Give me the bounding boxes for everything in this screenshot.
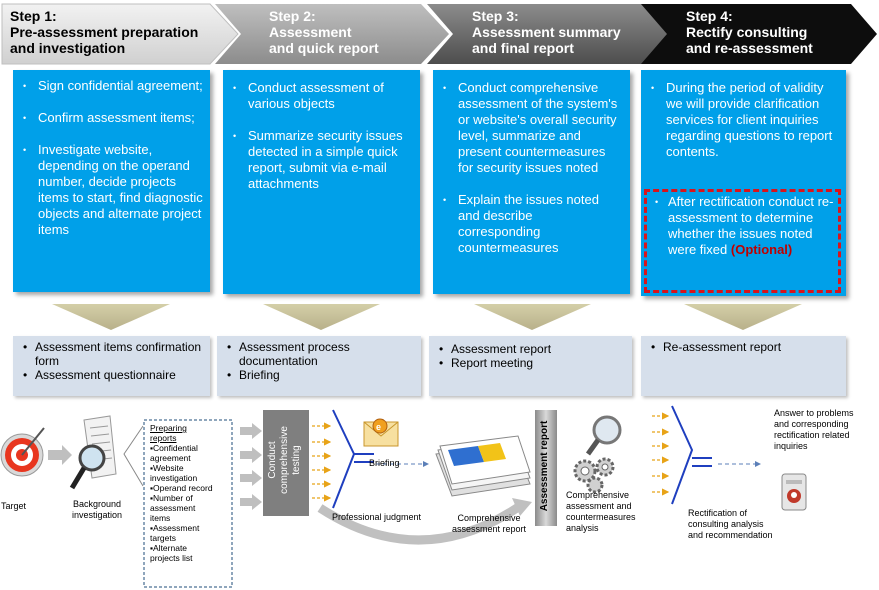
envelope-icon: e	[363, 418, 399, 447]
bracket-line	[123, 425, 144, 487]
preparing-reports-text: Preparing reports ▪Confidential agreemen…	[150, 423, 213, 563]
step-2-header: Step 2: Assessment and quick report	[213, 2, 453, 64]
step-3-number: Step 3:	[472, 8, 519, 24]
down-arrow-3	[474, 304, 591, 330]
optional-tag: (Optional)	[730, 242, 793, 257]
activity-item: Conduct comprehensive assessment of the …	[433, 80, 630, 176]
step-3-outputs: Assessment report Report meeting	[429, 336, 632, 396]
assessment-report-bar	[535, 410, 557, 526]
step-4-chevron-shape	[641, 4, 877, 64]
activity-item: Explain the issues noted and describe co…	[433, 192, 630, 256]
comprehensive-report-label: Comprehensive assessment report	[452, 513, 527, 534]
step-1-number: Step 1:	[10, 8, 57, 24]
step-1-title-line-1: Pre-assessment preparation	[10, 24, 199, 40]
activity-item: Sign confidential agreement;	[13, 78, 210, 94]
testing-box	[263, 410, 309, 516]
down-arrow-1	[52, 304, 170, 330]
testing-label: Conduct comprehensive testing	[267, 426, 302, 494]
output-item: Assessment questionnaire	[13, 368, 204, 382]
step-1-activities: Sign confidential agreement; Confirm ass…	[13, 70, 210, 292]
assessment-report-bar-label: Assessment report	[539, 420, 550, 512]
magnifier-icon	[585, 415, 622, 456]
server-icon	[781, 473, 807, 511]
step-4-header: Step 4: Rectify consulting and re-assess…	[639, 2, 879, 64]
step-1-title-line-2: and investigation	[10, 40, 126, 56]
activity-item: Conduct assessment of various objects	[223, 80, 420, 112]
grey-arrow-icon	[48, 445, 72, 465]
step-4-number: Step 4:	[686, 8, 733, 24]
step-2-chevron-shape	[215, 4, 449, 64]
output-item: Report meeting	[429, 356, 632, 370]
step-1-chevron-shape	[1, 3, 239, 65]
svg-text:e: e	[376, 422, 381, 432]
step-2-title-line-2: and quick report	[269, 40, 379, 56]
orange-input-arrows-2	[652, 412, 670, 496]
step-4-title-line-2: and re-assessment	[686, 40, 813, 56]
background-investigation-label: Background investigation	[71, 499, 123, 520]
orange-input-arrows	[312, 422, 332, 502]
step-3-activities: Conduct comprehensive assessment of the …	[433, 70, 630, 294]
step-2-number: Step 2:	[269, 8, 316, 24]
down-arrow-2	[263, 304, 380, 330]
step-4-activities: During the period of validity we will pr…	[641, 70, 846, 296]
step-3-chevron-shape	[427, 4, 671, 64]
step-1-header: Step 1: Pre-assessment preparation and i…	[0, 2, 240, 65]
professional-judgment-label: Professional judgment	[332, 512, 422, 522]
output-item: Re-assessment report	[641, 340, 846, 354]
optional-reassessment-box: • After rectification conduct re-assessm…	[644, 189, 841, 293]
step-2-outputs: Assessment process documentation Briefin…	[217, 336, 421, 396]
process-flow-graphics: e	[0, 405, 807, 588]
answer-label: Answer to problems and corresponding rec…	[774, 408, 854, 451]
step-3-title-line-2: and final report	[472, 40, 574, 56]
preparing-reports-box	[143, 419, 233, 588]
step-2-activities: Conduct assessment of various objects Su…	[223, 70, 420, 294]
funnel-lines-1	[332, 409, 374, 509]
down-arrows	[52, 304, 802, 330]
report-stack-icon	[435, 435, 531, 497]
briefing-label: Briefing	[369, 458, 400, 468]
output-item: Assessment items confirmation form	[13, 340, 204, 368]
step-3-header: Step 3: Assessment summary and final rep…	[425, 2, 675, 64]
step-1-outputs: Assessment items confirmation form Asses…	[13, 336, 210, 396]
optional-item-text: After rectification conduct re-assessmen…	[668, 194, 834, 257]
output-item: Assessment process documentation	[217, 340, 381, 368]
step-4-title-line-1: Rectify consulting	[686, 24, 808, 40]
step-2-title-line-1: Assessment	[269, 24, 352, 40]
activity-item: During the period of validity we will pr…	[641, 80, 846, 160]
funnel-lines-2	[671, 405, 712, 505]
step-3-title-line-1: Assessment summary	[472, 24, 621, 40]
target-icon	[0, 427, 45, 477]
magnifier-document-icon	[69, 415, 117, 490]
step-4-outputs: Re-assessment report	[641, 336, 846, 396]
output-item: Briefing	[217, 368, 381, 382]
gears-icon	[573, 457, 615, 494]
target-label: Target	[1, 501, 27, 511]
analysis-label: Comprehensive assessment and countermeas…	[566, 490, 636, 533]
output-item: Assessment report	[429, 342, 632, 356]
activity-item: Investigate website, depending on the op…	[13, 142, 210, 238]
activity-item: Confirm assessment items;	[13, 110, 210, 126]
rectification-label: Rectification of consulting analysis and…	[688, 508, 773, 540]
professional-judgment-curve	[317, 502, 523, 545]
down-arrow-4	[684, 304, 802, 330]
activity-item: Summarize security issues detected in a …	[223, 128, 420, 192]
